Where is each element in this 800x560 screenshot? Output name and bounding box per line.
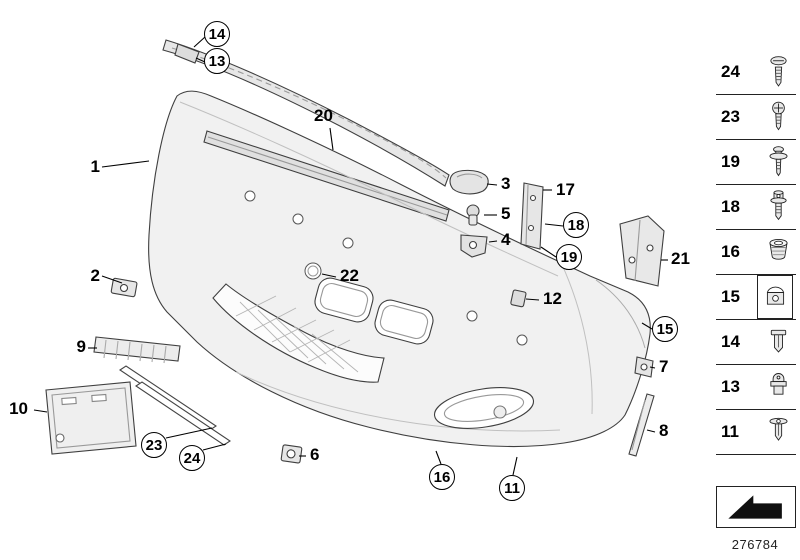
fastener-legend: 24 23 19 xyxy=(716,50,796,455)
lower-air-intake xyxy=(212,283,385,383)
body-contour-lines xyxy=(179,101,646,432)
callout-11[interactable]: 11 xyxy=(499,475,525,501)
callout-17-label: 17 xyxy=(556,180,575,199)
callout-5[interactable]: 5 xyxy=(501,204,510,224)
legend-label-11: 11 xyxy=(721,422,739,441)
callout-23[interactable]: 23 xyxy=(141,432,167,458)
callout-6[interactable]: 6 xyxy=(310,445,319,465)
kidney-grilles xyxy=(314,277,434,345)
legend-label-19: 19 xyxy=(721,152,740,171)
callout-12[interactable]: 12 xyxy=(543,289,562,309)
fog-lamp-opening xyxy=(433,387,535,429)
plastic-nut-icon xyxy=(763,232,793,272)
callout-24-label: 24 xyxy=(183,449,201,467)
callout-1[interactable]: 1 xyxy=(76,157,100,177)
callout-20[interactable]: 20 xyxy=(314,106,333,126)
legend-row-14[interactable]: 14 xyxy=(716,320,796,365)
legend-row-11[interactable]: 11 xyxy=(716,410,796,455)
callout-6-label: 6 xyxy=(310,445,320,464)
callout-13-label: 13 xyxy=(208,52,226,70)
callout-2-label: 2 xyxy=(90,266,100,285)
callout-16[interactable]: 16 xyxy=(429,464,455,490)
callout-9[interactable]: 9 xyxy=(62,337,86,357)
screw-with-washer-icon xyxy=(763,142,793,182)
legend-row-24[interactable]: 24 xyxy=(716,50,796,95)
legend-label-13: 13 xyxy=(721,377,740,396)
callout-4[interactable]: 4 xyxy=(501,230,510,250)
round-head-screw-icon xyxy=(763,97,793,137)
expanding-nut-icon xyxy=(763,322,793,362)
expansion-rivet-icon xyxy=(763,412,793,452)
callout-13[interactable]: 13 xyxy=(204,48,230,74)
direction-of-travel-box xyxy=(716,486,796,528)
callout-8-label: 8 xyxy=(659,421,669,440)
callout-3[interactable]: 3 xyxy=(501,174,510,194)
callout-21-label: 21 xyxy=(671,249,690,268)
grommet-nut-icon xyxy=(763,367,793,407)
callout-22-label: 22 xyxy=(340,266,359,285)
diagram-number: 276784 xyxy=(731,537,779,552)
callout-2[interactable]: 2 xyxy=(76,266,100,286)
callout-4-label: 4 xyxy=(501,230,511,249)
callout-18-label: 18 xyxy=(567,216,585,234)
legend-row-15[interactable]: 15 xyxy=(716,275,796,320)
legend-row-13[interactable]: 13 xyxy=(716,365,796,410)
callout-8[interactable]: 8 xyxy=(659,421,668,441)
legend-label-24: 24 xyxy=(721,62,740,81)
leader-lines xyxy=(33,36,668,476)
callout-24[interactable]: 24 xyxy=(179,445,205,471)
callout-23-label: 23 xyxy=(145,436,163,454)
callout-22[interactable]: 22 xyxy=(340,266,359,286)
legend-row-19[interactable]: 19 xyxy=(716,140,796,185)
legend-label-16: 16 xyxy=(721,242,740,261)
callout-19-label: 19 xyxy=(560,248,578,266)
callout-9-label: 9 xyxy=(76,337,86,356)
torx-screw-with-washer-icon xyxy=(763,187,793,227)
legend-label-18: 18 xyxy=(721,197,740,216)
legend-label-15: 15 xyxy=(721,287,740,306)
callout-17[interactable]: 17 xyxy=(556,180,575,200)
clip-nut-icon-box xyxy=(757,275,793,319)
callout-15[interactable]: 15 xyxy=(652,316,678,342)
trim-strip-part-20 xyxy=(203,130,450,222)
legend-label-23: 23 xyxy=(721,107,740,126)
direction-arrow-icon xyxy=(728,495,782,519)
callout-14[interactable]: 14 xyxy=(204,21,230,47)
legend-row-23[interactable]: 23 xyxy=(716,95,796,140)
callout-3-label: 3 xyxy=(501,174,511,193)
callout-18[interactable]: 18 xyxy=(563,212,589,238)
callout-1-label: 1 xyxy=(90,157,100,176)
legend-row-18[interactable]: 18 xyxy=(716,185,796,230)
callout-21[interactable]: 21 xyxy=(671,249,690,269)
callout-19[interactable]: 19 xyxy=(556,244,582,270)
callout-11-label: 11 xyxy=(504,479,520,497)
callout-7[interactable]: 7 xyxy=(659,357,668,377)
callout-16-label: 16 xyxy=(433,468,451,486)
callout-5-label: 5 xyxy=(501,204,511,223)
legend-row-16[interactable]: 16 xyxy=(716,230,796,275)
callout-12-label: 12 xyxy=(543,289,562,308)
pan-head-screw-icon xyxy=(763,52,793,92)
callout-10-label: 10 xyxy=(9,399,28,418)
clip-nut-icon xyxy=(760,277,790,317)
callout-15-label: 15 xyxy=(656,320,674,338)
sensor-holes xyxy=(244,190,528,346)
callout-20-label: 20 xyxy=(314,106,333,125)
front-bumper-outline xyxy=(148,39,651,448)
callout-7-label: 7 xyxy=(659,357,669,376)
callout-14-label: 14 xyxy=(208,25,226,43)
callout-10[interactable]: 10 xyxy=(4,399,28,419)
legend-label-14: 14 xyxy=(721,332,740,351)
